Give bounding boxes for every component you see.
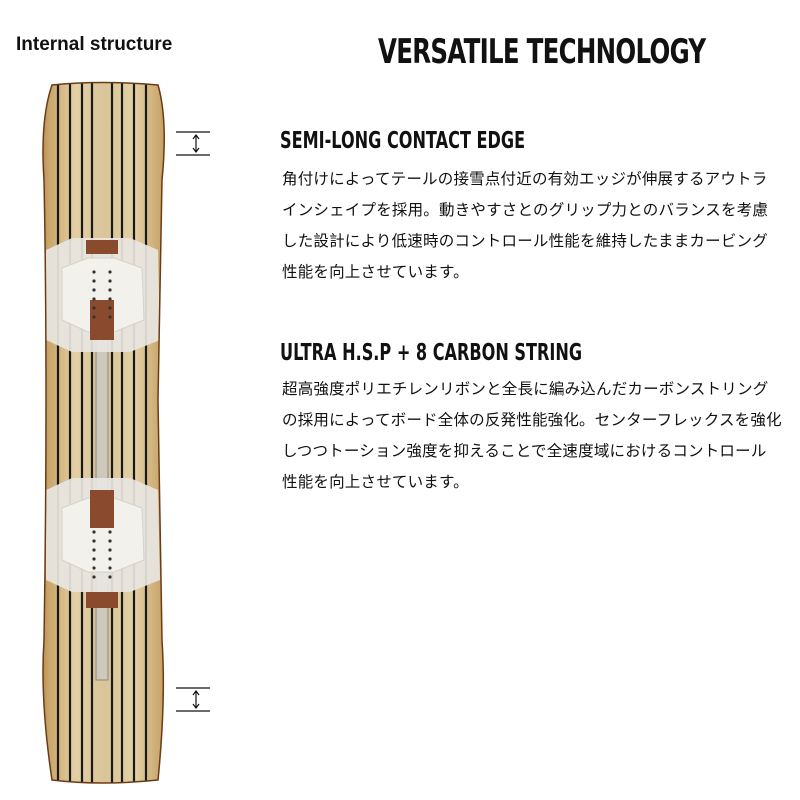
insert-hole [92,575,96,579]
insert-hole [108,279,112,283]
binding-reinforcement [90,490,114,528]
section-title-carbon-string: ULTRA H.S.P + 8 CARBON STRING [280,340,583,366]
insert-hole [108,539,112,543]
insert-hole [92,279,96,283]
section-body-contact-edge: 角付けによってテールの接雪点付近の有効エッジが伸展するアウトラインシェイプを採用… [282,170,769,281]
insert-hole [108,548,112,552]
binding-reinforcement [86,592,118,608]
insert-hole [108,315,112,319]
insert-hole [92,270,96,274]
section-body-carbon-string: 超高強度ポリエチレンリボンと全長に編み込んだカーボンストリングの採用によってボー… [282,380,782,491]
contact-edge-marker-tail [176,687,210,712]
insert-hole [108,530,112,534]
insert-hole [108,288,112,292]
contact-edge-marker-nose [176,131,210,156]
insert-hole [92,530,96,534]
board-outline [42,81,165,784]
insert-hole [108,566,112,570]
insert-hole [92,315,96,319]
binding-reinforcement [86,240,118,254]
insert-hole [92,539,96,543]
insert-hole [92,566,96,570]
insert-hole [92,306,96,310]
rear-binding-zone [46,478,160,608]
insert-hole [108,297,112,301]
insert-hole [108,557,112,561]
insert-hole [92,557,96,561]
insert-hole [92,297,96,301]
main-title: VERSATILE TECHNOLOGY [378,32,706,72]
binding-inserts [92,270,112,319]
insert-hole [108,306,112,310]
insert-hole [108,270,112,274]
insert-hole [92,288,96,292]
section-title-contact-edge: SEMI-LONG CONTACT EDGE [280,128,526,154]
front-binding-zone [46,238,160,352]
board-core [43,82,165,783]
snowboard-internal-structure-diagram [42,81,210,784]
binding-reinforcement [90,300,114,340]
insert-hole [108,575,112,579]
carbon-stringers [56,82,148,783]
insert-hole [92,548,96,552]
binding-inserts [92,530,112,579]
diagram-label: Internal structure [16,34,173,55]
